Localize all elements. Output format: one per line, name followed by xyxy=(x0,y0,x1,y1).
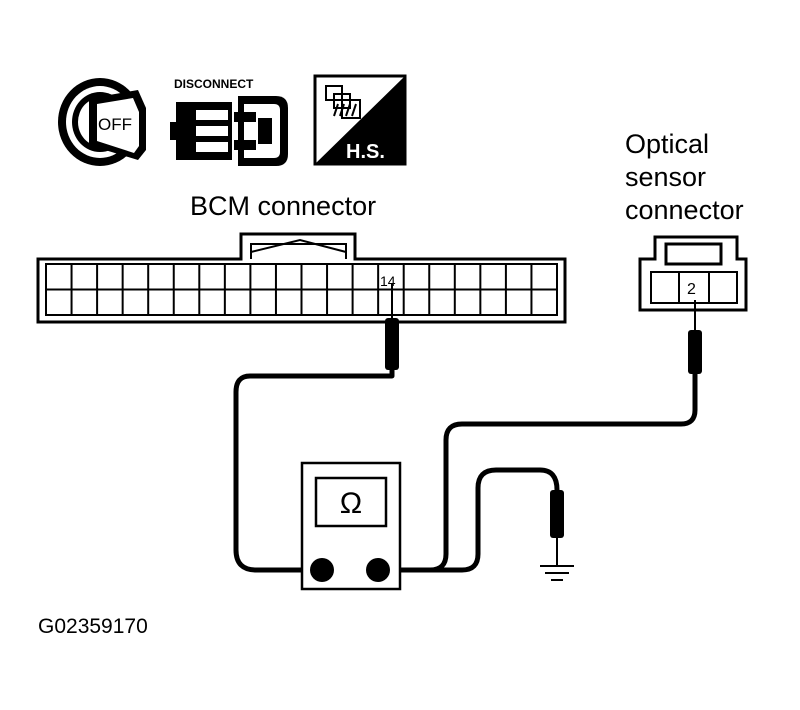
harness-side-icon: H.S. xyxy=(313,74,407,166)
ignition-off-label: OFF xyxy=(98,115,132,134)
optical-connector-label: Optical sensor connector xyxy=(625,129,744,225)
harness-side-label: H.S. xyxy=(346,141,385,163)
ohm-symbol: Ω xyxy=(340,487,362,520)
optical-label-line-1: Optical xyxy=(625,129,709,159)
optical-sensor-connector: 2 xyxy=(638,235,748,312)
disconnect-icon: DISCONNECT xyxy=(170,77,288,166)
optical-probe xyxy=(688,300,702,374)
bcm-connector: 14 xyxy=(36,232,567,324)
ground-wire xyxy=(375,467,560,573)
optical-wire xyxy=(375,369,698,573)
bcm-wire xyxy=(233,365,395,573)
ohmmeter: Ω xyxy=(300,461,402,591)
bcm-pin-label: 14 xyxy=(380,273,396,289)
ground-probe xyxy=(550,490,564,566)
ignition-key-icon: OFF xyxy=(58,78,146,166)
meter-terminal-left xyxy=(310,558,334,582)
optical-label-line-3: connector xyxy=(625,195,744,225)
disconnect-label: DISCONNECT xyxy=(174,77,254,91)
figure-id: G02359170 xyxy=(38,615,148,638)
bcm-connector-label: BCM connector xyxy=(190,191,376,221)
optical-pin-label: 2 xyxy=(687,281,696,298)
bcm-probe xyxy=(385,284,399,370)
optical-label-line-2: sensor xyxy=(625,162,706,192)
meter-terminal-right xyxy=(366,558,390,582)
ground-icon xyxy=(540,565,574,581)
